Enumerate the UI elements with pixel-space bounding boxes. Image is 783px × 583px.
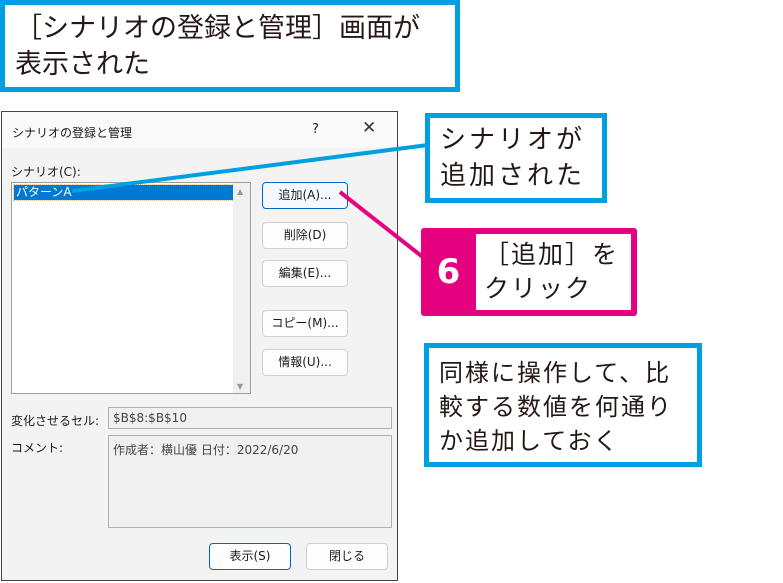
close-button[interactable]: 閉じる bbox=[306, 543, 388, 570]
comment-label: コメント: bbox=[11, 441, 64, 455]
step-instruction: ［追加］をクリック bbox=[476, 234, 631, 310]
show-button[interactable]: 表示(S) bbox=[209, 543, 291, 570]
scenario-list-label: シナリオ(C): bbox=[11, 165, 81, 179]
delete-button[interactable]: 削除(D) bbox=[262, 222, 348, 249]
info-button[interactable]: 情報(U)... bbox=[262, 349, 348, 376]
scroll-up-icon[interactable]: ▲ bbox=[237, 187, 244, 196]
help-button[interactable]: ? bbox=[312, 122, 319, 137]
scenario-added-callout: シナリオが追加された bbox=[425, 113, 607, 203]
scroll-down-icon[interactable]: ▼ bbox=[237, 382, 244, 391]
list-scrollbar[interactable]: ▲ ▼ bbox=[233, 183, 250, 393]
step-number: 6 bbox=[436, 252, 461, 292]
step-callout: 6 ［追加］をクリック bbox=[421, 228, 637, 316]
dialog-titlebar: シナリオの登録と管理 ? ✕ bbox=[2, 112, 397, 148]
comment-field: 作成者：横山優 日付：2022/6/20 bbox=[108, 435, 392, 528]
list-item[interactable]: パターンA bbox=[13, 184, 235, 201]
copy-button[interactable]: コピー(M)... bbox=[262, 310, 348, 337]
edit-button[interactable]: 編集(E)... bbox=[262, 260, 348, 287]
dialog-title: シナリオの登録と管理 bbox=[12, 126, 133, 140]
added-leader-line bbox=[71, 143, 429, 193]
add-button[interactable]: 追加(A)... bbox=[262, 182, 348, 209]
step-leader-line bbox=[338, 190, 426, 260]
scenario-list[interactable]: パターンA ▲ ▼ bbox=[11, 182, 251, 394]
title-callout: ［シナリオの登録と管理］画面が表示された bbox=[0, 0, 460, 92]
changing-cells-field: $B$8:$B$10 bbox=[108, 407, 392, 429]
scenario-manager-dialog: シナリオの登録と管理 ? ✕ シナリオ(C): パターンA ▲ ▼ 追加(A).… bbox=[1, 111, 398, 581]
close-icon[interactable]: ✕ bbox=[362, 118, 377, 138]
repeat-note-callout: 同様に操作して、比較する数値を何通りか追加しておく bbox=[424, 343, 702, 467]
changing-cells-label: 変化させるセル: bbox=[11, 414, 100, 428]
